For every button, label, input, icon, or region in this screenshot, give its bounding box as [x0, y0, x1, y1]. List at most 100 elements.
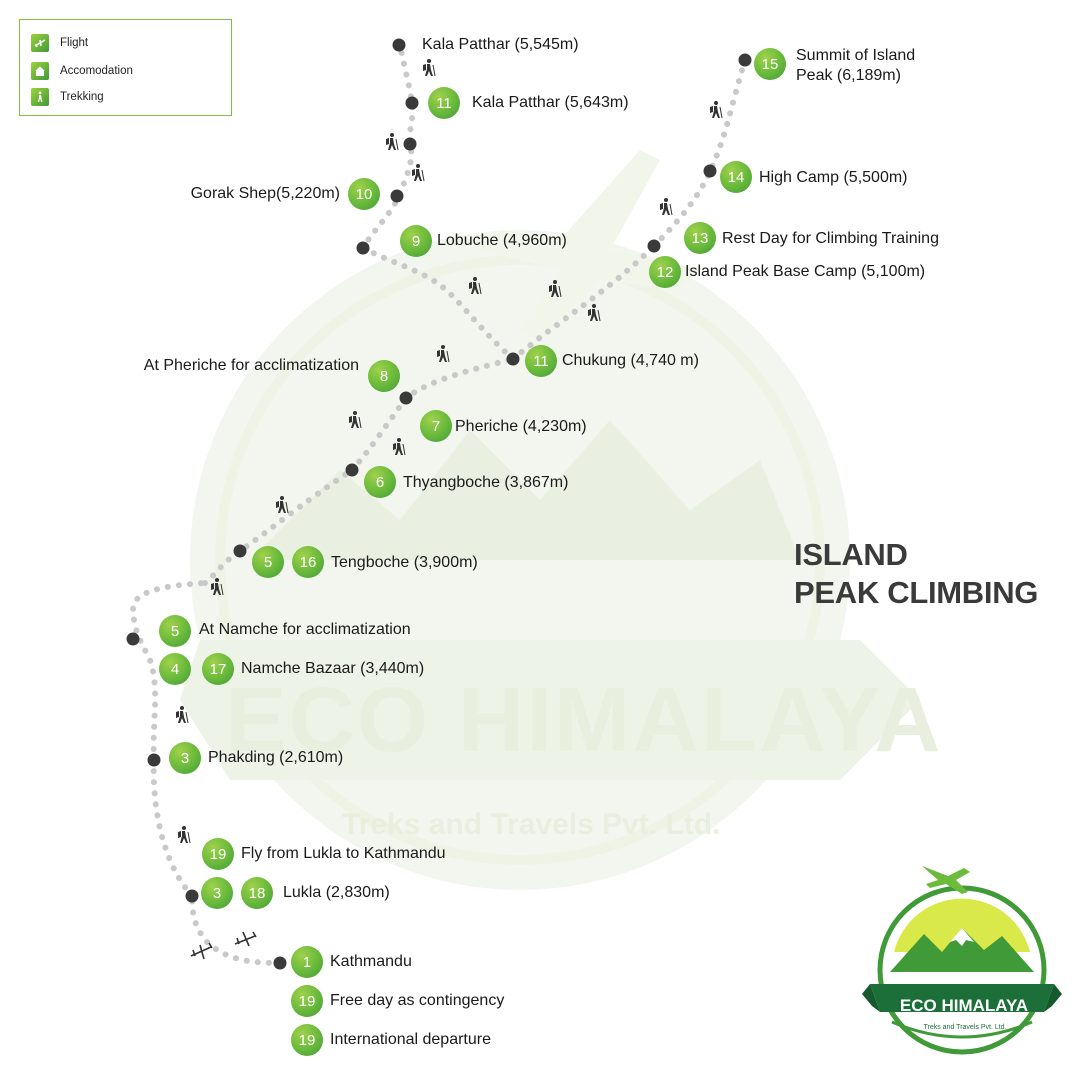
- hiker-icon: [587, 303, 601, 322]
- hiker-icon: [210, 577, 224, 596]
- stop-lobuche-label: Lobuche (4,960m): [437, 232, 567, 249]
- house-icon: [31, 62, 49, 80]
- node-tengboche: [233, 544, 247, 558]
- day-badge: 12: [649, 256, 681, 288]
- hiker-icon: [422, 58, 436, 77]
- legend-flight-label: Flight: [60, 37, 89, 49]
- legend-accommodation: Accomodation: [31, 62, 133, 80]
- day-badge: 3: [169, 742, 201, 774]
- logo-name: ECO HIMALAYA: [899, 996, 1029, 1015]
- day-badge: 11: [525, 345, 557, 377]
- hiker-icon: [548, 279, 562, 298]
- route-lukla-namche: [129, 580, 208, 899]
- hiker-icon: [659, 197, 673, 216]
- stop-base-camp-label: Island Peak Base Camp (5,100m): [685, 263, 926, 280]
- stop-contingency-label: Free day as contingency: [330, 992, 505, 1009]
- day-badge: 5: [252, 546, 284, 578]
- day-badge: 9: [400, 225, 432, 257]
- day-badge: 13: [684, 222, 716, 254]
- stop-lukla-label: Lukla (2,830m): [283, 884, 390, 901]
- stop-namche-accl-label: At Namche for acclimatization: [199, 621, 411, 638]
- day-badge: 14: [720, 161, 752, 193]
- node-gorak-shep: [390, 189, 404, 203]
- plane-icon: [190, 942, 213, 960]
- day-badge: 19: [202, 838, 234, 870]
- day-badge: 11: [428, 87, 460, 119]
- legend-accommodation-label: Accomodation: [60, 65, 133, 77]
- route-chukung-basecamp: [510, 243, 657, 362]
- day-badge: 5: [159, 615, 191, 647]
- route-nodes: [126, 38, 752, 970]
- hiker-icon: [436, 344, 450, 363]
- stop-departure-label: International departure: [330, 1031, 491, 1048]
- plane-icon: [234, 931, 257, 947]
- hiker-icon: [275, 495, 289, 514]
- plane-icon: [922, 866, 970, 894]
- day-badge: 1: [291, 946, 323, 978]
- node-summit: [738, 53, 752, 67]
- day-badge: 4: [159, 653, 191, 685]
- day-badge: 19: [291, 1024, 323, 1056]
- legend-trekking-label: Trekking: [60, 91, 104, 103]
- legend: Flight Accomodation Trekking: [19, 19, 232, 116]
- day-badge: 8: [368, 360, 400, 392]
- day-badge: 15: [754, 48, 786, 80]
- route-namche-tengboche: [202, 467, 355, 586]
- node-base-camp: [647, 239, 661, 253]
- stop-kala-patthar-top-label: Kala Patthar (5,545m): [422, 36, 579, 53]
- node-kala-patthar-mid: [403, 137, 417, 151]
- map-title-line1: ISLAND: [794, 537, 908, 572]
- company-logo: [862, 866, 1062, 1055]
- legend-trekking: Trekking: [31, 88, 104, 106]
- hiker-icon: [468, 276, 482, 295]
- hiker-icon: [385, 132, 399, 151]
- plane-icon: [31, 34, 49, 52]
- logo-subtitle: Treks and Travels Pvt. Ltd.: [923, 1024, 1007, 1031]
- node-high-camp: [703, 164, 717, 178]
- stop-thyangboche-label: Thyangboche (3,867m): [403, 474, 569, 491]
- hiker-icon: [31, 88, 49, 106]
- stop-summit-label-line2: Peak (6,189m): [796, 67, 901, 84]
- route-kathmandu-lukla: [189, 893, 283, 966]
- stop-tengboche-label: Tengboche (3,900m): [331, 554, 478, 571]
- day-badge: 19: [291, 985, 323, 1017]
- node-phakding: [147, 753, 161, 767]
- node-pheriche: [399, 391, 413, 405]
- map-title: ISLAND PEAK CLIMBING: [794, 536, 1038, 612]
- day-badge: 7: [420, 410, 452, 442]
- hiker-icon: [392, 437, 406, 456]
- legend-flight: Flight: [31, 34, 88, 52]
- hiker-icon: [411, 163, 425, 182]
- day-badge: 17: [202, 653, 234, 685]
- stop-pheriche-label: Pheriche (4,230m): [455, 418, 587, 435]
- stop-pheriche-accl-label: At Pheriche for acclimatization: [143, 357, 359, 374]
- stop-fly-lukla-label: Fly from Lukla to Kathmandu: [241, 845, 446, 862]
- day-badge: 3: [201, 877, 233, 909]
- stop-summit-label-line1: Summit of Island: [796, 47, 916, 64]
- day-badge: 6: [364, 466, 396, 498]
- node-thyangboche: [345, 463, 359, 477]
- route-basecamp-summit: [651, 57, 748, 249]
- day-badge: 10: [348, 178, 380, 210]
- stop-gorak-shep-label: Gorak Shep(5,220m): [190, 185, 340, 202]
- day-badge: 18: [241, 877, 273, 909]
- node-kathmandu: [273, 956, 287, 970]
- node-lobuche: [356, 241, 370, 255]
- hiker-icon: [709, 100, 723, 119]
- node-kala-patthar: [405, 96, 419, 110]
- node-namche: [126, 632, 140, 646]
- stop-chukung-label: Chukung (4,740 m): [562, 352, 699, 369]
- stop-kala-patthar-label: Kala Patthar (5,643m): [472, 94, 629, 111]
- node-lukla: [185, 889, 199, 903]
- node-kala-patthar-top: [392, 38, 406, 52]
- hiker-icons: [175, 58, 723, 844]
- hiker-icon: [177, 825, 191, 844]
- map-title-line2: PEAK CLIMBING: [794, 575, 1039, 610]
- stop-namche-label: Namche Bazaar (3,440m): [241, 660, 425, 677]
- stop-kathmandu-label: Kathmandu: [330, 953, 412, 970]
- hiker-icon: [175, 705, 189, 724]
- hiker-icon: [348, 410, 362, 429]
- node-chukung: [506, 352, 520, 366]
